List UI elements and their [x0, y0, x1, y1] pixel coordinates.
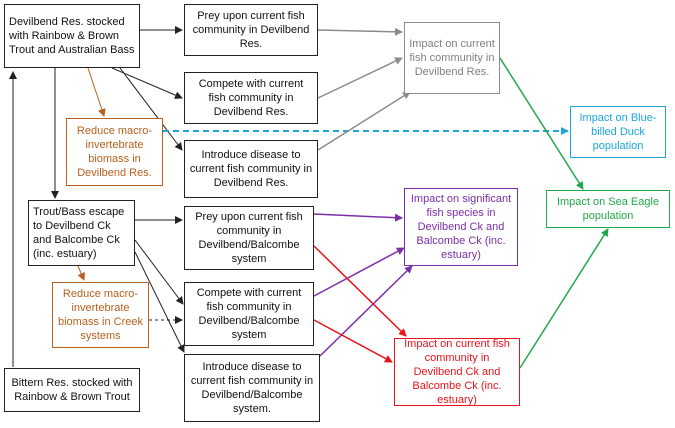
node-macro-creek: Reduce macro-invertebrate biomass in Cre…	[52, 282, 149, 348]
arrow-devilbend-to-disease	[119, 67, 183, 151]
node-prey-devilbend: Prey upon current fish community in Devi…	[184, 4, 318, 56]
arrow-escape-to-disease-system	[134, 251, 185, 353]
node-bittern-stocked: Bittern Res. stocked with Rainbow & Brow…	[4, 368, 140, 412]
arrow-disease-to-impact	[317, 91, 411, 151]
arrow-prey-system-to-creek-impact	[313, 245, 407, 337]
node-impact-creek: Impact on current fish community in Devi…	[394, 338, 520, 406]
arrow-disease-system-to-significant	[319, 265, 413, 357]
node-disease-devilbend: Introduce disease to current fish commun…	[184, 140, 318, 198]
node-blue-billed-duck: Impact on Blue-billed Duck population	[570, 106, 666, 158]
node-disease-system: Introduce disease to current fish commun…	[184, 354, 320, 422]
arrow-impact-to-eagle	[499, 57, 584, 190]
arrow-compete-to-impact	[317, 57, 403, 99]
node-devilbend-stocked: Devilbend Res. stocked with Rainbow & Br…	[4, 4, 140, 68]
arrow-prey-system-to-significant	[313, 213, 403, 222]
arrow-devilbend-to-compete	[111, 67, 183, 99]
node-compete-system: Compete with current fish community in D…	[184, 282, 314, 346]
arrow-escape-to-macro-creek	[77, 265, 85, 281]
node-compete-devilbend: Compete with current fish community in D…	[184, 72, 318, 124]
arrow-creek-impact-to-eagle	[519, 228, 609, 369]
node-prey-system: Prey upon current fish community in Devi…	[184, 206, 314, 270]
node-significant-species: Impact on significant fish species in De…	[404, 188, 518, 266]
arrow-escape-to-compete-system	[134, 239, 184, 305]
node-impact-devilbend: Impact on current fish community in Devi…	[404, 22, 500, 94]
arrow-prey-to-impact	[317, 27, 403, 36]
node-escape: Trout/Bass escape to Devilbend Ck and Ba…	[28, 200, 135, 266]
node-macro-devilbend: Reduce macro-invertebrate biomass in Dev…	[66, 118, 163, 186]
arrow-compete-system-to-significant	[313, 247, 405, 297]
node-sea-eagle: Impact on Sea Eagle population	[546, 190, 670, 228]
arrow-compete-system-to-creek-impact	[313, 319, 393, 363]
arrow-devilbend-to-macro	[87, 67, 106, 117]
